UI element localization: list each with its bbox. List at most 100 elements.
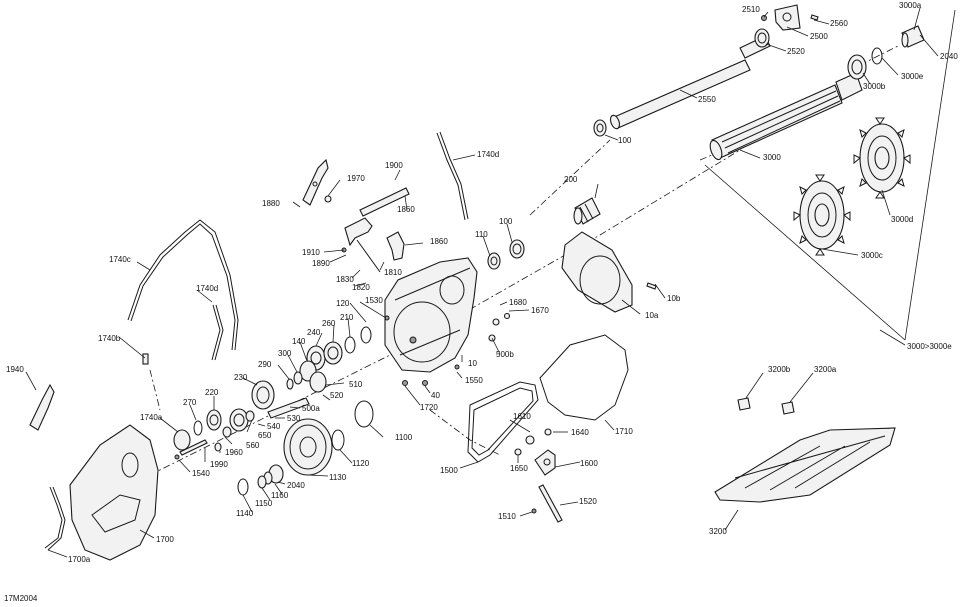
sprocket-3000c <box>793 174 851 256</box>
nut-1650 <box>514 448 522 456</box>
bolt-1990 <box>179 439 208 456</box>
part-labels: 2510 2560 3000a 2500 2520 2040 3000e 300… <box>6 1 958 564</box>
pin-1550 <box>454 364 460 370</box>
gear-1130 <box>283 418 333 476</box>
brake-line-1740d-top <box>436 132 466 221</box>
washer-650 <box>245 410 255 422</box>
brake-line-1740c <box>127 219 239 351</box>
plug-1680 <box>492 318 500 326</box>
label-270: 270 <box>183 398 197 407</box>
label-2500: 2500 <box>810 32 828 41</box>
label-1720: 1720 <box>420 403 438 412</box>
label-110: 110 <box>475 230 488 239</box>
label-2040: 2040 <box>287 481 305 490</box>
label-1520: 1520 <box>579 497 597 506</box>
bearing-3000b <box>847 54 867 80</box>
bolt-1510 <box>531 508 537 514</box>
shift-fork-1860b <box>386 231 405 261</box>
ring-1140 <box>237 478 249 496</box>
washer-1970 <box>324 195 332 203</box>
label-3000-3000e: 3000>3000e <box>907 342 952 351</box>
label-1700a: 1700a <box>68 555 91 564</box>
label-1740d: 1740d <box>196 284 218 293</box>
gear-510 <box>309 371 327 393</box>
bearing-110 <box>487 252 501 270</box>
hose-1700a-inner <box>47 486 66 551</box>
label-3000c: 3000c <box>861 251 883 260</box>
ring-270 <box>193 420 203 436</box>
brake-line-1740d <box>211 304 221 361</box>
label-290: 290 <box>258 360 272 369</box>
label-3200a: 3200a <box>814 365 837 374</box>
label-2520: 2520 <box>787 47 805 56</box>
label-1970: 1970 <box>347 174 365 183</box>
ring-1120 <box>331 429 345 451</box>
screw-10b <box>646 282 657 290</box>
rod-1520 <box>538 484 563 523</box>
lever-1940 <box>29 383 55 431</box>
label-100-top: 100 <box>618 136 632 145</box>
gear-230 <box>251 380 275 410</box>
label-10b: 10b <box>667 294 681 303</box>
label-1860a: 1860 <box>397 205 415 214</box>
label-10a: 10a <box>645 311 659 320</box>
ring-3000e <box>871 47 883 65</box>
label-1120: 1120 <box>352 459 370 468</box>
skid-plate-3200 <box>714 427 896 503</box>
tensioner-1600 <box>534 449 556 476</box>
label-1740c: 1740c <box>109 255 131 264</box>
label-1540: 1540 <box>192 469 210 478</box>
label-500b: 500b <box>496 350 514 359</box>
label-1910: 1910 <box>302 248 320 257</box>
label-540: 540 <box>267 422 281 431</box>
label-1700: 1700 <box>156 535 174 544</box>
label-2040a: 2040 <box>940 52 958 61</box>
lever-1880 <box>302 158 329 206</box>
label-1820: 1820 <box>352 283 370 292</box>
label-3200b: 3200b <box>768 365 791 374</box>
washer-1640 <box>544 428 552 436</box>
label-140: 140 <box>292 337 306 346</box>
ring-120 <box>360 326 372 344</box>
label-1740a: 1740a <box>140 413 163 422</box>
label-1160: 1160 <box>271 491 289 500</box>
label-1960: 1960 <box>225 448 243 457</box>
label-3200: 3200 <box>709 527 727 536</box>
label-230: 230 <box>234 373 248 382</box>
plug-1670 <box>503 312 511 320</box>
label-1880: 1880 <box>262 199 280 208</box>
label-120: 120 <box>336 299 350 308</box>
label-1670: 1670 <box>531 306 549 315</box>
fitting-1740b <box>142 353 149 365</box>
cover-gasket-1710 <box>539 334 629 421</box>
washer-300 <box>293 371 303 385</box>
shift-shaft-1900 <box>359 187 410 217</box>
bracket-2500 <box>774 4 801 31</box>
brake-line-1740c-inner <box>130 223 236 351</box>
cap-3000a <box>901 25 925 48</box>
label-3000e: 3000e <box>901 72 924 81</box>
label-1550: 1550 <box>465 376 483 385</box>
label-3000d: 3000d <box>891 215 913 224</box>
label-1150: 1150 <box>255 499 273 508</box>
label-2510: 2510 <box>742 5 760 14</box>
label-1100: 1100 <box>395 433 413 442</box>
ring-1100 <box>354 400 374 428</box>
washer-560 <box>222 426 232 438</box>
hose-1700a <box>44 486 63 549</box>
washer-1150 <box>257 475 267 489</box>
leader-lines <box>25 7 939 558</box>
label-1610: 1610 <box>513 412 531 421</box>
label-1830: 1830 <box>336 275 354 284</box>
label-510: 510 <box>349 380 363 389</box>
label-1710: 1710 <box>615 427 633 436</box>
label-210: 210 <box>340 313 354 322</box>
label-40: 40 <box>431 391 440 400</box>
label-1990: 1990 <box>210 460 228 469</box>
pin-1720 <box>402 380 408 386</box>
label-3000a: 3000a <box>899 1 922 10</box>
label-520: 520 <box>330 391 344 400</box>
brake-line-1740d-inner <box>214 304 224 361</box>
label-1740b: 1740b <box>98 334 121 343</box>
